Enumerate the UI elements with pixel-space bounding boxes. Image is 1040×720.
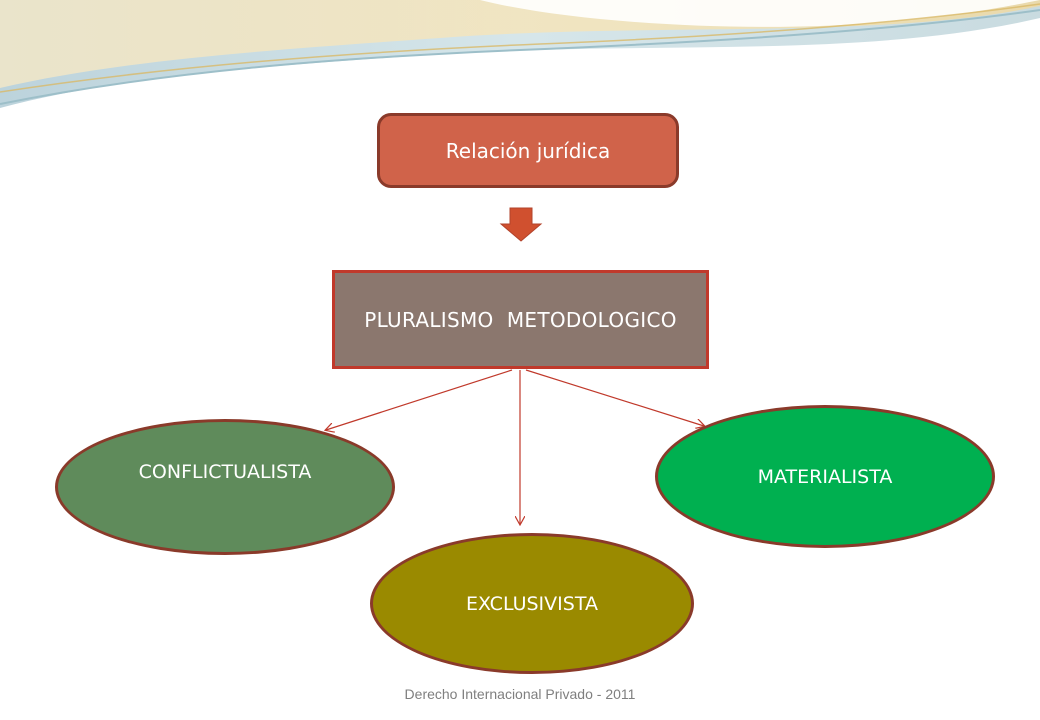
node-label: Relación jurídica <box>445 138 611 163</box>
node-relacion-juridica: Relación jurídica <box>377 113 679 188</box>
node-exclusivista: EXCLUSIVISTA <box>370 533 694 674</box>
node-conflictualista: CONFLICTUALISTA <box>55 419 395 555</box>
header-wave-decoration <box>0 0 1040 108</box>
node-label: CONFLICTUALISTA <box>138 461 312 483</box>
node-pluralismo-metodologico: PLURALISMO METODOLOGICO <box>332 270 709 369</box>
connector-to-materialista <box>525 369 704 426</box>
node-label: PLURALISMO METODOLOGICO <box>364 307 677 332</box>
down-arrow-icon <box>499 207 543 242</box>
node-label: MATERIALISTA <box>757 465 893 488</box>
node-materialista: MATERIALISTA <box>655 405 995 548</box>
connector-to-conflictualista <box>326 369 513 430</box>
footer-text: Derecho Internacional Privado - 2011 <box>404 686 636 702</box>
node-label: EXCLUSIVISTA <box>466 592 598 615</box>
